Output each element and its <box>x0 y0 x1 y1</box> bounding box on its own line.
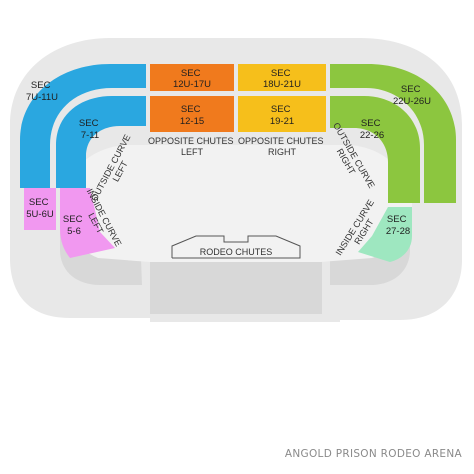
section-12-15[interactable] <box>150 96 234 132</box>
section-7-11[interactable] <box>56 96 146 188</box>
section-gray-bottom[interactable] <box>150 262 322 314</box>
section-7u-11u[interactable] <box>20 64 146 188</box>
section-19-21[interactable] <box>238 96 326 132</box>
section-22u-26u[interactable] <box>330 64 456 203</box>
section-12u-17u[interactable] <box>150 64 234 91</box>
section-5-6[interactable] <box>60 188 115 258</box>
section-22-26[interactable] <box>330 96 420 203</box>
section-5u-6u[interactable] <box>24 188 56 230</box>
venue-name: ANGOLD PRISON RODEO ARENA <box>284 448 462 460</box>
rodeo-chutes-outline <box>171 235 301 259</box>
arena-floor <box>62 145 412 262</box>
section-18u-21u[interactable] <box>238 64 326 91</box>
section-27-28[interactable] <box>358 207 412 262</box>
